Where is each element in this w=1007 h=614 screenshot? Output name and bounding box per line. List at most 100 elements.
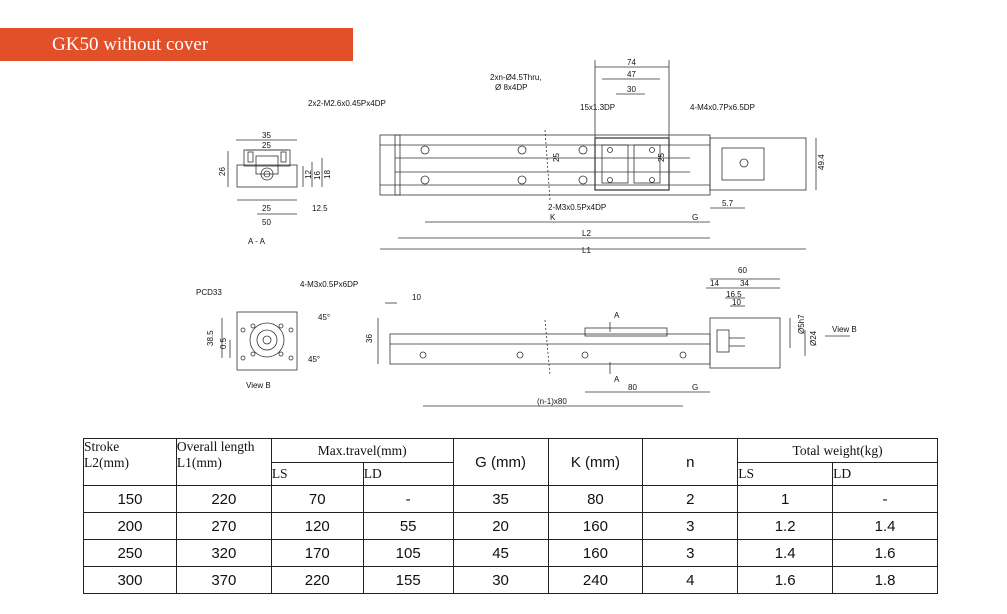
dim-12-5: 12.5 [312,204,328,213]
cell-ld: - [362,485,454,513]
dim-36: 36 [365,334,374,343]
cell-k: 240 [547,566,644,594]
dim-18: 18 [323,170,332,179]
dim-30: 30 [627,85,636,94]
cell-stroke: 150 [83,485,177,513]
dim-10: 10 [412,293,421,302]
cell-ls: 70 [270,485,364,513]
cell-wld: 1.6 [832,539,938,567]
angle-45a: 45° [318,313,330,322]
cell-n: 4 [642,566,739,594]
label-pcd: PCD33 [196,288,222,297]
dim-L1: L1 [582,246,591,255]
cell-k: 160 [547,539,644,567]
cell-wld: - [832,485,938,513]
top-view: 74 47 30 2xn-Ø4.5Thru, Ø 8x4DP 2x2-M2.6x… [308,58,826,255]
dim-5-7: 5.7 [722,199,734,208]
cell-stroke: 200 [83,512,177,540]
dim-25b-top: 25 [657,153,666,162]
cell-stroke: 300 [83,566,177,594]
dim-25a: 25 [552,153,561,162]
dim-47: 47 [627,70,636,79]
cell-g: 45 [452,539,549,567]
dim-26: 26 [218,167,227,176]
dim-16: 16 [313,171,322,180]
header-travel-ld: LD [362,462,454,486]
header-weight-ls: LS [737,462,834,486]
dim-25: 25 [262,141,271,150]
header-weight-ld: LD [832,462,938,486]
cell-wls: 1.4 [737,539,834,567]
section-label: A - A [248,237,266,246]
cell-n: 3 [642,512,739,540]
dim-38-5: 38.5 [206,330,215,346]
cell-g: 30 [452,566,549,594]
cell-ld: 155 [362,566,454,594]
note-holes: 2xn-Ø4.5Thru, [490,73,542,82]
cell-ld: 105 [362,539,454,567]
dim-25b: 25 [262,204,271,213]
dim-24: Ø24 [809,330,818,346]
side-view: 10 36 60 14 34 16.5 10 Ø5h7 Ø24 View B A… [365,266,857,407]
cell-wld: 1.4 [832,512,938,540]
section-a-top: A [614,311,620,320]
note-m3: 2-M3x0.5Px4DP [548,203,606,212]
cell-wls: 1.2 [737,512,834,540]
cell-overall: 220 [175,485,272,513]
view-b: PCD33 4-M3x0.5Px6DP 38.5 0.5 45° 45° Vie… [196,280,358,390]
dim-5h7: Ø5h7 [797,314,806,334]
dim-n-80: (n-1)x80 [537,397,567,406]
dim-60: 60 [738,266,747,275]
note-m3-view-b: 4-M3x0.5Px6DP [300,280,358,289]
cell-ls: 120 [270,512,364,540]
header-n: n [642,438,739,486]
cell-wld: 1.8 [832,566,938,594]
header-k: K (mm) [547,438,644,486]
cell-n: 3 [642,539,739,567]
view-b-label: View B [246,381,271,390]
header-travel: Max.travel(mm) [270,438,454,463]
dim-14: 14 [710,279,719,288]
angle-45b: 45° [308,355,320,364]
title-banner: GK50 without cover [0,28,353,61]
cell-overall: 270 [175,512,272,540]
dim-74: 74 [627,58,636,67]
dim-35: 35 [262,131,271,140]
dim-0-5: 0.5 [219,337,228,349]
cell-overall: 320 [175,539,272,567]
cell-k: 80 [547,485,644,513]
dim-G: G [692,213,698,222]
cell-g: 35 [452,485,549,513]
cell-ls: 170 [270,539,364,567]
section-view-aa: 35 25 26 12 16 18 25 12.5 50 A - A [218,131,332,246]
cell-wls: 1 [737,485,834,513]
dim-12: 12 [304,170,313,179]
dim-80: 80 [628,383,637,392]
header-g: G (mm) [452,438,549,486]
note-15: 15x1.3DP [580,103,615,112]
cell-ld: 55 [362,512,454,540]
cell-ls: 220 [270,566,364,594]
cell-stroke: 250 [83,539,177,567]
header-travel-ls: LS [270,462,364,486]
dim-16-5: 16.5 [726,290,742,299]
dim-L2: L2 [582,229,591,238]
dim-34: 34 [740,279,749,288]
note-holes-2: Ø 8x4DP [495,83,527,92]
page-title: GK50 without cover [52,34,209,55]
dim-G-side: G [692,383,698,392]
cell-overall: 370 [175,566,272,594]
dim-10b: 10 [732,298,741,307]
view-b-arrow-label: View B [832,325,857,334]
dim-49-4: 49.4 [817,154,826,170]
note-m4: 4-M4x0.7Px6.5DP [690,103,755,112]
cell-g: 20 [452,512,549,540]
cell-wls: 1.6 [737,566,834,594]
